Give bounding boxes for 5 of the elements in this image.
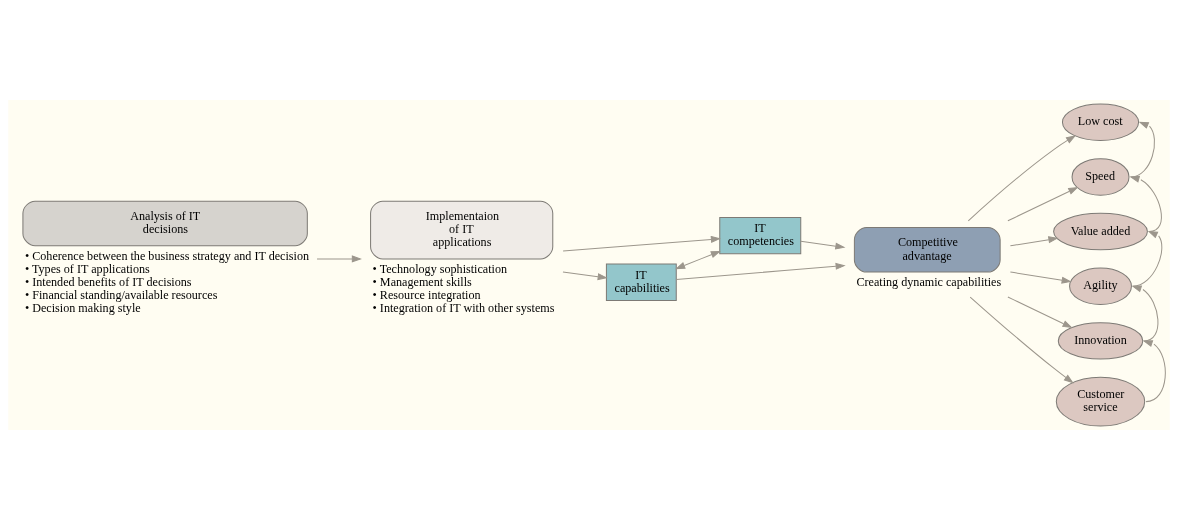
node-label: • Technology sophistication: [372, 261, 508, 276]
node-label: Creating dynamic capabilities: [856, 274, 1002, 289]
node-label: • Financial standing/available resources: [24, 287, 218, 302]
node-label: • Coherence between the business strategy and IT decision: [24, 248, 310, 263]
node-label: • Types of IT applications: [24, 261, 150, 276]
